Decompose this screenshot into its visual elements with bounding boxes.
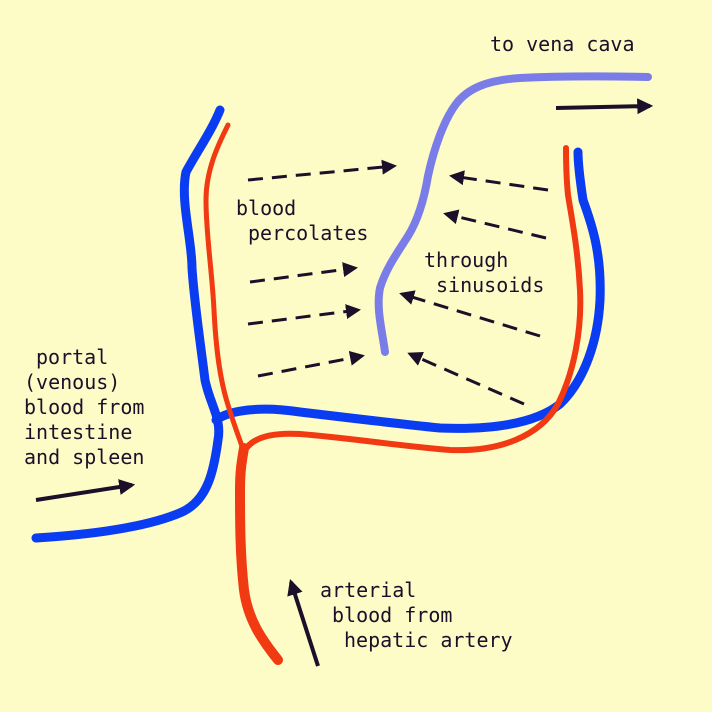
arrow-arterial-inflow [287,578,320,667]
blood-percolates-label: blood percolates [236,196,368,246]
portal-blood-line-4: intestine [24,420,133,444]
percolation-arrows-left [247,159,397,378]
percolation-arrow [247,159,397,182]
central-vein [374,72,652,356]
through-sinusoids-line-1: through [424,248,509,272]
portal-blood-line-2: (venous) [24,370,121,394]
hepatic-artery-right-branch [241,145,584,455]
portal-vein [31,105,605,543]
percolation-arrows-right [399,170,549,406]
arterial-blood-label: arterial blood from hepatic artery [320,578,513,653]
portal-vein-left-branch [31,105,225,543]
percolation-arrow [449,170,549,192]
arterial-blood-line-3: hepatic artery [344,628,513,652]
percolation-arrow [443,209,547,240]
percolation-arrow [247,304,361,326]
portal-blood-line-3: blood from [24,395,145,419]
blood-percolates-line-2: percolates [248,221,369,245]
hepatic-artery-left-branch [203,122,247,455]
hepatic-artery [203,122,584,665]
arrow-portal-inflow [35,479,136,502]
flow-arrows [35,98,654,667]
through-sinusoids-label: through sinusoids [424,248,544,298]
arterial-blood-line-1: arterial [320,578,417,602]
percolation-arrow [257,350,365,378]
portal-blood-label: portal (venous) blood from intestine and… [24,345,144,470]
portal-blood-line-5: and spleen [24,445,145,469]
through-sinusoids-line-2: sinusoids [436,273,545,297]
arterial-blood-line-2: blood from [332,603,453,627]
blood-percolates-line-1: blood [236,196,297,220]
arrow-to-vena-cava [555,98,654,115]
percolation-arrow [249,262,358,284]
hepatic-artery-trunk [235,443,283,665]
vena-cava-label: to vena cava [490,32,635,56]
portal-blood-line-1: portal [36,345,109,369]
percolation-arrow [407,351,525,406]
percolation-arrow [399,290,541,338]
